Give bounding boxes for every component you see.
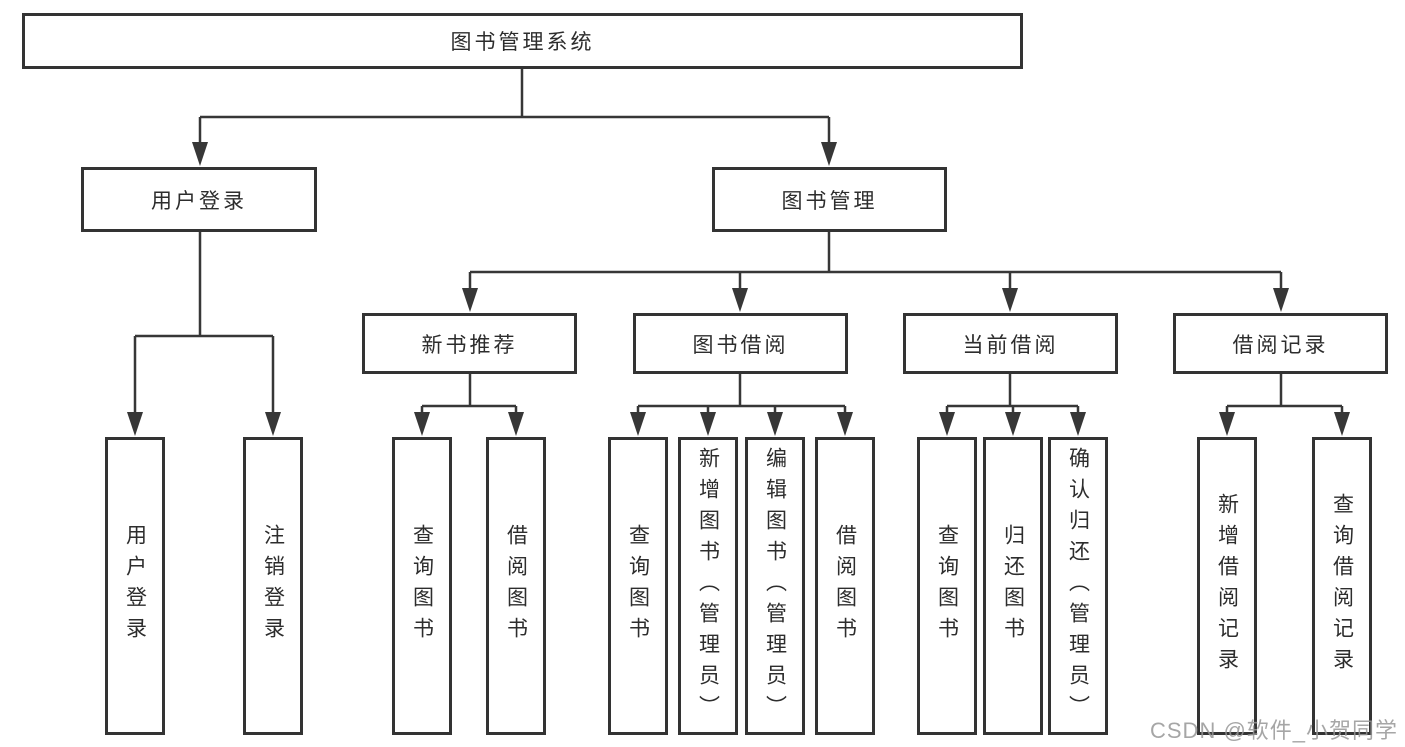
arrowhead-down-icon <box>837 412 853 436</box>
leaf-add-books-admin: 新增图书（管理员） <box>678 437 738 735</box>
leaf-borrow-books: 借阅图书 <box>815 437 875 735</box>
arrowhead-down-icon <box>1070 412 1086 436</box>
arrowhead-down-icon <box>265 412 281 436</box>
connector-root-to-level2 <box>192 69 837 166</box>
arrowhead-down-icon <box>630 412 646 436</box>
connector-book-mgmt-to-level3 <box>462 232 1289 312</box>
leaf-user-login-label: 用户登录 <box>123 524 147 648</box>
leaf-logout: 注销登录 <box>243 437 303 735</box>
leaf-borrow-books-label: 借阅图书 <box>833 524 857 648</box>
arrowhead-down-icon <box>127 412 143 436</box>
leaf-query-books-recommend-label: 查询图书 <box>410 524 434 648</box>
arrowhead-down-icon <box>767 412 783 436</box>
node-book-management: 图书管理 <box>712 167 947 232</box>
leaf-confirm-return-admin-label: 确认归还（管理员） <box>1066 446 1090 726</box>
leaf-query-books-current-label: 查询图书 <box>935 524 959 648</box>
leaf-return-books-label: 归还图书 <box>1001 524 1025 648</box>
node-root-system-label: 图书管理系统 <box>450 31 595 54</box>
node-current-borrow-label: 当前借阅 <box>962 333 1059 357</box>
connector-user-login-children <box>127 232 281 436</box>
connector-book-borrow-children <box>630 374 853 436</box>
node-new-book-recommend-label: 新书推荐 <box>421 333 518 357</box>
node-user-login-label: 用户登录 <box>151 189 247 213</box>
arrowhead-down-icon <box>732 288 748 312</box>
arrowhead-down-icon <box>821 142 837 166</box>
arrowhead-down-icon <box>1002 288 1018 312</box>
node-borrow-records: 借阅记录 <box>1173 313 1388 374</box>
leaf-query-books-current: 查询图书 <box>917 437 977 735</box>
connector-new-book-children <box>414 374 524 436</box>
arrowhead-down-icon <box>939 412 955 436</box>
node-borrow-records-label: 借阅记录 <box>1232 333 1329 357</box>
leaf-edit-books-admin: 编辑图书（管理员） <box>745 437 805 735</box>
leaf-borrow-books-recommend-label: 借阅图书 <box>504 524 528 648</box>
leaf-borrow-books-recommend: 借阅图书 <box>486 437 546 735</box>
leaf-query-books-recommend: 查询图书 <box>392 437 452 735</box>
node-book-management-label: 图书管理 <box>781 189 878 213</box>
watermark: CSDN @软件_小贺同学 <box>1150 718 1399 743</box>
connector-current-borrow-children <box>939 374 1086 436</box>
arrowhead-down-icon <box>700 412 716 436</box>
node-root-system: 图书管理系统 <box>22 13 1023 69</box>
arrowhead-down-icon <box>192 142 208 166</box>
leaf-add-borrow-record-label: 新增借阅记录 <box>1215 493 1239 679</box>
leaf-return-books: 归还图书 <box>983 437 1043 735</box>
arrowhead-down-icon <box>1005 412 1021 436</box>
node-new-book-recommend: 新书推荐 <box>362 313 577 374</box>
node-current-borrow: 当前借阅 <box>903 313 1118 374</box>
leaf-query-books-borrow-label: 查询图书 <box>626 524 650 648</box>
node-book-borrow: 图书借阅 <box>633 313 848 374</box>
node-user-login: 用户登录 <box>81 167 317 232</box>
arrowhead-down-icon <box>414 412 430 436</box>
leaf-user-login: 用户登录 <box>105 437 165 735</box>
node-book-borrow-label: 图书借阅 <box>692 333 789 357</box>
arrowhead-down-icon <box>1219 412 1235 436</box>
leaf-query-borrow-record: 查询借阅记录 <box>1312 437 1372 735</box>
leaf-add-books-admin-label: 新增图书（管理员） <box>696 446 720 726</box>
connector-borrow-records-children <box>1219 374 1350 436</box>
arrowhead-down-icon <box>508 412 524 436</box>
leaf-query-books-borrow: 查询图书 <box>608 437 668 735</box>
leaf-logout-label: 注销登录 <box>261 524 285 648</box>
leaf-query-borrow-record-label: 查询借阅记录 <box>1330 493 1354 679</box>
arrowhead-down-icon <box>1273 288 1289 312</box>
arrowhead-down-icon <box>1334 412 1350 436</box>
arrowhead-down-icon <box>462 288 478 312</box>
leaf-confirm-return-admin: 确认归还（管理员） <box>1048 437 1108 735</box>
leaf-add-borrow-record: 新增借阅记录 <box>1197 437 1257 735</box>
leaf-edit-books-admin-label: 编辑图书（管理员） <box>763 446 787 726</box>
